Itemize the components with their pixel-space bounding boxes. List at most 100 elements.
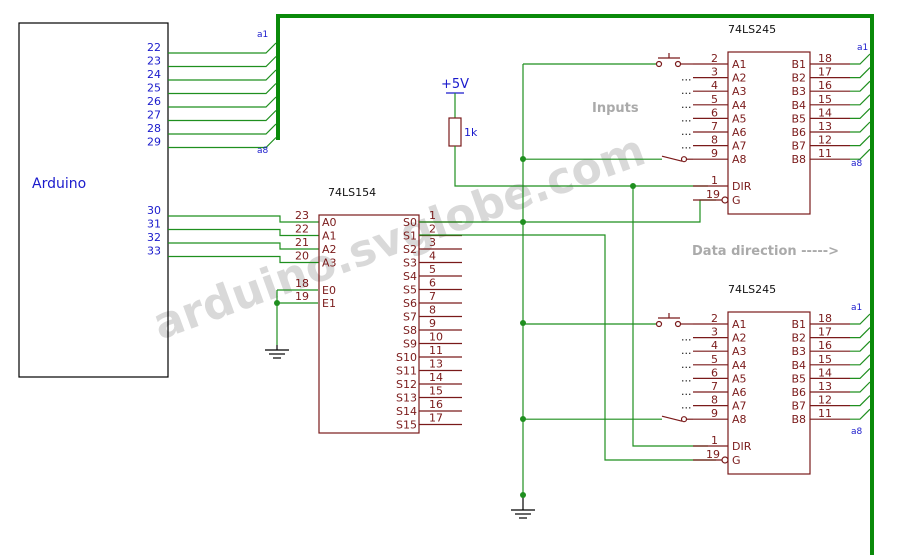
buffer-bus-tap — [850, 327, 871, 339]
buffer-b-name-b6: B6 — [791, 126, 806, 139]
decoder-pin-e1: E1 — [322, 297, 336, 310]
buffer-a-name-a4: A4 — [732, 359, 747, 372]
buffer-b-num: 16 — [818, 79, 832, 92]
bus-label-a8-left: a8 — [257, 146, 269, 156]
buffer-a-num: 6 — [711, 366, 718, 379]
arduino-pin-33: 33 — [147, 245, 161, 258]
buffer-b-num: 15 — [818, 353, 832, 366]
ellipsis-dots: ... — [681, 331, 692, 344]
decoder-output-num: 14 — [429, 371, 443, 384]
buffer-bus-tap — [850, 121, 871, 133]
resistor-1k — [448, 117, 462, 147]
decoder-name: 74LS154 — [328, 186, 376, 199]
decoder-output-num: 11 — [429, 344, 443, 357]
buffer-b-name-b4: B4 — [791, 99, 806, 112]
decoder-pin-num: 19 — [295, 290, 309, 303]
buffer-bus-tap — [850, 408, 871, 420]
arduino-pin-30: 30 — [147, 204, 161, 217]
ellipsis-dots: ... — [681, 399, 692, 412]
decoder-output-s9: S9 — [403, 338, 417, 351]
decoder-output-num: 4 — [429, 250, 436, 263]
arduino-data-wire — [168, 110, 277, 122]
switch-contact — [674, 60, 682, 68]
switch-contact — [655, 60, 663, 68]
ellipsis-dots: ... — [681, 98, 692, 111]
bus-label-a8-right1: a8 — [851, 159, 863, 169]
pushbutton-switch-icon — [658, 313, 680, 319]
buffer-b-num: 12 — [818, 134, 832, 147]
buffer-a-num: 5 — [711, 353, 718, 366]
arduino-pin-28: 28 — [147, 122, 161, 135]
buffer-a-num: 6 — [711, 106, 718, 119]
buffer-b-name-b5: B5 — [791, 372, 806, 385]
decoder-pin-a0: A0 — [322, 216, 337, 229]
arduino-pin-32: 32 — [147, 231, 161, 244]
buffer-a-num: 7 — [711, 380, 718, 393]
buffer-a-num: 2 — [711, 312, 718, 325]
arduino-pin-22: 22 — [147, 41, 161, 54]
bus-label-a1-right2: a1 — [851, 303, 862, 313]
buffer-a-num: 4 — [711, 339, 718, 352]
buffer-b-num: 11 — [818, 407, 832, 420]
buffer-bus-tap — [850, 67, 871, 79]
buffer-name: 74LS245 — [728, 283, 776, 296]
decoder-output-s10: S10 — [396, 351, 417, 364]
buffer-b-num: 18 — [818, 312, 832, 325]
buffer-dir-name: DIR — [732, 440, 752, 453]
buffer-a-name-a1: A1 — [732, 318, 747, 331]
decoder-pin-a3: A3 — [322, 257, 337, 270]
buffer-a-name-a6: A6 — [732, 126, 747, 139]
buffer-dir-num: 1 — [711, 434, 718, 447]
buffer-b-name-b4: B4 — [791, 359, 806, 372]
buffer-a-name-a1: A1 — [732, 58, 747, 71]
decoder-pin-num: 22 — [295, 223, 309, 236]
buffer-body — [727, 311, 811, 475]
direction-label: Data direction -----> — [692, 244, 839, 259]
buffer-b-name-b3: B3 — [791, 345, 806, 358]
switch-contact — [680, 416, 688, 423]
arduino-board — [18, 22, 169, 378]
arduino-data-wire — [168, 83, 277, 95]
watermark: arduino.svglobe.com — [146, 125, 652, 351]
decoder-output-s0: S0 — [403, 216, 417, 229]
arduino-pin-27: 27 — [147, 109, 161, 122]
buffer-g-name: G — [732, 454, 741, 467]
buffer-b-num: 13 — [818, 120, 832, 133]
buffer-b-name-b6: B6 — [791, 386, 806, 399]
buffer-b-name-b1: B1 — [791, 318, 806, 331]
buffer-g-num: 19 — [706, 188, 720, 201]
buffer-bus-tap — [850, 53, 871, 65]
buffer-a-num: 3 — [711, 66, 718, 79]
switch-contact — [674, 320, 682, 328]
buffer-b-num: 15 — [818, 93, 832, 106]
buffer-bus-tap — [850, 395, 871, 407]
arduino-pin-26: 26 — [147, 95, 161, 108]
ellipsis-dots: ... — [681, 139, 692, 152]
buffer-a-num: 8 — [711, 134, 718, 147]
decoder-output-s14: S14 — [396, 405, 417, 418]
arduino-ctrl-wire — [168, 242, 319, 250]
buffer-a-num: 7 — [711, 120, 718, 133]
decoder-pin-num: 23 — [295, 209, 309, 222]
buffer-g-num: 19 — [706, 448, 720, 461]
arduino-ctrl-wire — [168, 255, 319, 264]
decoder-output-num: 2 — [429, 223, 436, 236]
buffer-g-bubble — [721, 456, 729, 464]
buffer-bus-tap — [850, 354, 871, 366]
data-bus — [276, 14, 874, 555]
buffer-a-name-a4: A4 — [732, 99, 747, 112]
decoder-pin-num: 18 — [295, 277, 309, 290]
buffer-b-num: 14 — [818, 106, 832, 119]
decoder-output-s4: S4 — [403, 270, 417, 283]
decoder-pin-num: 20 — [295, 250, 309, 263]
decoder-output-s8: S8 — [403, 324, 417, 337]
decoder-pin-e0: E0 — [322, 284, 336, 297]
bus-label-a1-top: a1 — [257, 30, 268, 40]
ellipsis-dots: ... — [681, 84, 692, 97]
arduino-ctrl-wire — [168, 228, 319, 237]
arduino-pin-25: 25 — [147, 82, 161, 95]
inputs-label: Inputs — [592, 101, 639, 116]
decoder-output-num: 17 — [429, 412, 443, 425]
